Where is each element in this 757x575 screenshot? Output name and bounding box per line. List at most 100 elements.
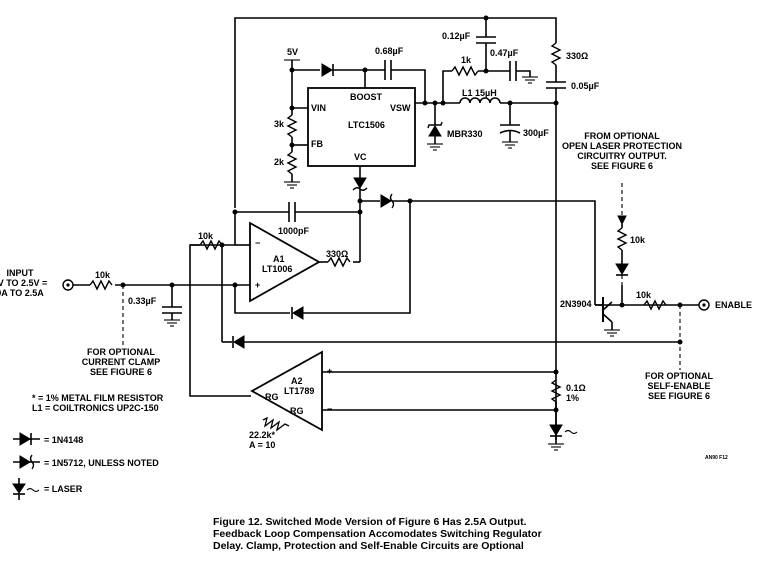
a2-part: LT1789 (284, 386, 315, 396)
res-10k-in-label: 10k (95, 270, 111, 280)
a2-rg1: RG (265, 392, 279, 402)
wire (391, 69, 426, 103)
legend-laser (12, 483, 26, 494)
input-label-1: INPUT (6, 268, 34, 278)
caption-line-1: Figure 12. Switched Mode Version of Figu… (213, 516, 527, 528)
resistor-330-a1 (327, 256, 351, 268)
schottky-label: MBR330 (447, 129, 483, 139)
cap-300-label: 300µF (523, 128, 549, 138)
res-2k-label: 2k (274, 157, 285, 167)
res-330b-label: 330Ω (326, 249, 349, 259)
res-1k-label: 1k (461, 55, 472, 65)
wire (234, 285, 290, 314)
cap-300 (499, 129, 521, 134)
diode-1n4148-b (233, 335, 245, 349)
supply-label: 5V (287, 47, 299, 57)
wire-vin (291, 70, 308, 109)
legend-diode-1n4148 (19, 432, 31, 446)
resistor-rg (262, 416, 290, 432)
op-amp-a1 (249, 221, 321, 303)
cap-012-label: 0.12µF (442, 31, 471, 41)
schottky-mbr330 (428, 125, 442, 137)
wire (442, 70, 452, 103)
wire-clamp (330, 200, 411, 314)
input-label-3: 0A TO 2.5A (0, 288, 44, 298)
diode-1n4148-a (292, 306, 304, 320)
pin-vc: VC (354, 152, 367, 162)
clamp-note-2: CURRENT CLAMP (81, 357, 161, 367)
resistor-330 (550, 42, 562, 66)
clamp-note-3: SEE FIGURE 6 (89, 367, 153, 377)
legend-inductor-note: L1 = COILTRONICS UP2C-150 (32, 403, 159, 413)
protection-note-1: FROM OPTIONAL (584, 131, 660, 141)
legend-1n4148: = 1N4148 (44, 435, 84, 445)
resistor-2k (286, 151, 298, 175)
wire-top-outer (234, 17, 557, 208)
enable-label: ENABLE (715, 300, 753, 310)
res-10k-en-label: 10k (636, 290, 652, 300)
self-enable-note-1: FOR OPTIONAL (645, 371, 713, 381)
legend-resistor-note: * = 1% METAL FILM RESISTOR (32, 393, 164, 403)
cap-033-label: 0.33µF (128, 296, 157, 306)
ltc1506-box (307, 87, 416, 167)
a1-minus: − (255, 238, 261, 248)
pin-vin: VIN (311, 103, 327, 113)
sense-res-label: 0.1Ω (566, 383, 586, 393)
pin-boost: BOOST (350, 92, 383, 102)
wire-base (410, 200, 596, 305)
transistor-label: 2N3904 (560, 299, 592, 309)
wire (291, 60, 320, 71)
resistor-10k-in (89, 279, 113, 291)
diode-prot (615, 263, 629, 275)
inductor-label: L1 15µH (462, 88, 497, 98)
protection-note-4: SEE FIGURE 6 (590, 161, 654, 171)
cap-005-label: 0.05µF (571, 81, 600, 91)
resistor-10k-fb (199, 239, 223, 251)
a1-ref: A1 (273, 254, 285, 264)
boost-cap-label: 0.68µF (375, 46, 404, 56)
caption-line-3: Delay. Clamp, Protection and Self-Enable… (213, 540, 524, 552)
resistor-3k (286, 114, 298, 138)
protection-note-3: CIRCUITRY OUTPUT. (577, 151, 667, 161)
a2-plus: + (327, 366, 333, 376)
resistor-1k (451, 65, 479, 77)
a2-ref: A2 (291, 376, 303, 386)
legend-laser: = LASER (44, 484, 83, 494)
gain-label: A = 10 (249, 440, 276, 450)
pin-fb: FB (311, 139, 323, 149)
rg-value-label: 22.2k* (249, 430, 276, 440)
self-enable-note-3: SEE FIGURE 6 (647, 391, 711, 401)
clamp-note-1: FOR OPTIONAL (87, 347, 155, 357)
caption-line-2: Feedback Loop Compensation Accomodates S… (213, 528, 542, 540)
self-enable-note-2: SELF-ENABLE (647, 381, 711, 391)
op-amp-a2 (250, 350, 323, 432)
a1-plus: + (255, 280, 261, 290)
figure-caption: Figure 12. Switched Mode Version of Figu… (213, 516, 542, 552)
wire-a2-out (189, 244, 251, 397)
cap-1000p-label: 1000pF (278, 226, 310, 236)
a2-rg2: RG (290, 406, 304, 416)
a2-minus: − (327, 404, 333, 414)
resistor-10k-prot (616, 227, 628, 251)
diode-vc (353, 177, 367, 189)
sense-tol-label: 1% (566, 393, 580, 403)
res-10k-fb-label: 10k (198, 231, 214, 241)
legend-diode-1n5712 (19, 455, 31, 469)
a1-part: LT1006 (262, 264, 293, 274)
res-3k-label: 3k (274, 119, 285, 129)
wire (516, 70, 531, 77)
resistor-sense (550, 379, 562, 403)
res-330-label: 330Ω (566, 51, 589, 61)
input-label-2: 0V TO 2.5V = (0, 278, 48, 288)
res-10k-prot-label: 10k (630, 235, 646, 245)
protection-note-2: OPEN LASER PROTECTION (561, 141, 683, 151)
resistor-10k-en (643, 299, 667, 311)
cap-047-label: 0.47µF (490, 48, 519, 58)
pin-vsw: VSW (390, 103, 411, 113)
diode-boost (321, 63, 333, 77)
inductor-l1 (459, 97, 501, 104)
diode-clamp-a (380, 194, 392, 208)
figure-code: AN90 F12 (705, 455, 728, 461)
laser-diode (549, 424, 563, 436)
